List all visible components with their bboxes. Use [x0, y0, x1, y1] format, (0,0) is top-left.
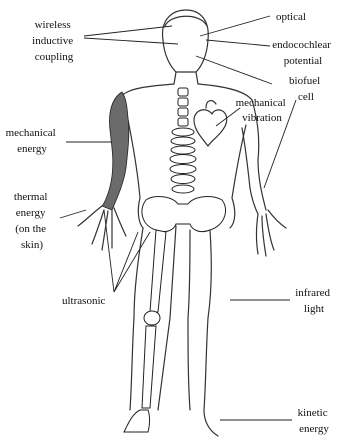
aorta	[206, 101, 216, 108]
leader-wireless-top	[84, 26, 172, 36]
label-endocochlear-potential: endocochlear potential	[272, 39, 333, 67]
head	[163, 10, 209, 72]
label-mechanical-vibration: mechanical vibration	[236, 97, 289, 124]
right-hand	[257, 210, 287, 256]
label-kinetic-energy: kinetic energy	[298, 407, 331, 435]
right-leg-outline	[188, 230, 218, 436]
heart	[194, 110, 227, 146]
label-optical: optical	[276, 11, 306, 23]
leader-ultrasonic-1	[114, 232, 138, 292]
label-infrared-light: infrared light	[295, 287, 333, 315]
spine	[170, 88, 196, 193]
pelvis	[142, 197, 226, 232]
label-biofuel-cell: biofuel cell	[289, 75, 323, 103]
label-mechanical-energy: mechanical energy	[6, 127, 59, 155]
leader-biofuel	[196, 56, 272, 84]
left-hand	[78, 206, 126, 250]
leader-wireless-bottom	[84, 38, 178, 44]
neck-left	[174, 72, 176, 84]
muscle-arm	[102, 92, 129, 210]
leader-endocochlear	[206, 40, 270, 46]
neck-right	[196, 72, 198, 84]
label-thermal-energy: thermal energy (on the skin)	[14, 191, 50, 251]
human-body-figure	[78, 10, 286, 436]
leader-optical	[200, 16, 270, 36]
label-wireless-inductive-coupling: wireless inductive coupling	[32, 19, 76, 63]
leader-ultrasonic-2	[114, 232, 150, 292]
leader-mechanical-vibration	[216, 108, 240, 126]
leader-thermal	[60, 210, 86, 218]
label-ultrasonic: ultrasonic	[62, 295, 105, 307]
hair	[165, 16, 207, 26]
